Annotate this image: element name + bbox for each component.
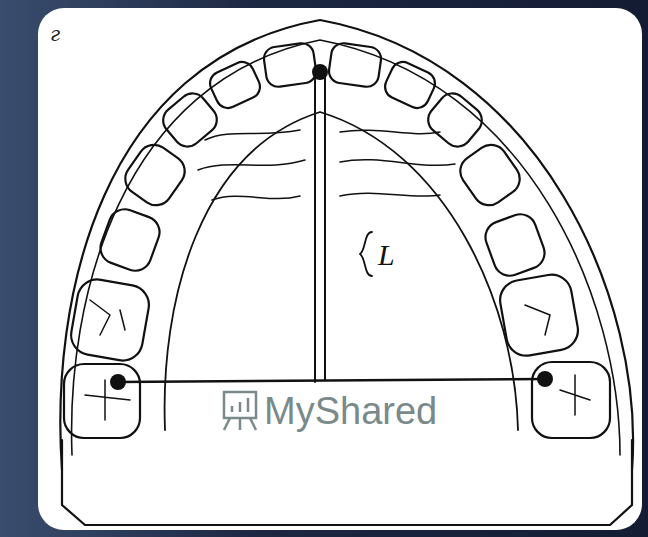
point [110, 374, 126, 390]
cast-base [62, 440, 632, 525]
brace [360, 232, 372, 276]
corner-letter: г [50, 24, 60, 44]
gum-line [72, 40, 620, 455]
molar-line [118, 379, 545, 382]
point [537, 371, 553, 387]
teeth [64, 42, 610, 438]
measure-bar [315, 72, 325, 382]
length-label: L [378, 240, 395, 270]
outer-arch [60, 20, 633, 470]
point [312, 64, 328, 80]
white-panel [38, 8, 642, 530]
watermark: MyShared [264, 392, 437, 430]
watermark-icon [224, 392, 256, 430]
